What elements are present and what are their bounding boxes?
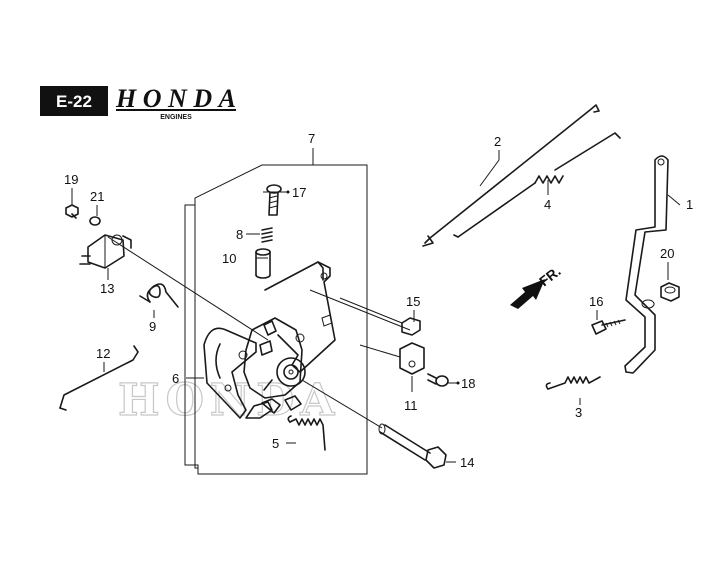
callout-17: 17 xyxy=(292,185,306,200)
part-20-nut xyxy=(660,282,680,302)
callout-16: 16 xyxy=(589,294,603,309)
callout-6: 6 xyxy=(172,371,179,386)
callout-numbers: 1 2 3 4 5 6 7 8 9 10 11 12 13 14 15 16 1… xyxy=(64,131,693,470)
callout-19: 19 xyxy=(64,172,78,187)
callout-20: 20 xyxy=(660,246,674,261)
callout-18: 18 xyxy=(461,376,475,391)
callout-7: 7 xyxy=(308,131,315,146)
callout-leaders xyxy=(71,148,681,463)
honda-logo: HONDA ENGINES xyxy=(115,84,236,121)
governor-mechanism xyxy=(243,317,306,419)
callout-10: 10 xyxy=(222,251,236,266)
part-11-bracket xyxy=(359,342,425,375)
front-direction-arrow: FR. xyxy=(510,263,564,309)
part-19-bolt xyxy=(65,204,79,219)
callout-8: 8 xyxy=(236,227,243,242)
part-3-spring xyxy=(545,376,601,390)
part-16-screw xyxy=(591,319,626,335)
section-badge: E-22 xyxy=(40,86,108,116)
part-7-base-plate xyxy=(264,261,336,373)
callout-21: 21 xyxy=(90,189,104,204)
part-13-switch xyxy=(79,234,132,269)
part-12-wire xyxy=(59,345,139,411)
part-5-spring xyxy=(287,415,326,451)
callout-2: 2 xyxy=(494,134,501,149)
callout-5: 5 xyxy=(272,436,279,451)
callout-12: 12 xyxy=(96,346,110,361)
callout-4: 4 xyxy=(544,197,551,212)
part-8-spring xyxy=(261,227,273,243)
callout-9: 9 xyxy=(149,319,156,334)
brand-logo: HONDA xyxy=(115,84,236,113)
part-1-lever xyxy=(624,155,669,374)
part-9-spring xyxy=(139,283,179,308)
assembly-frame xyxy=(184,164,368,475)
callout-3: 3 xyxy=(575,405,582,420)
part-10-collar xyxy=(255,248,271,279)
part-21-washer xyxy=(89,216,101,226)
section-code: E-22 xyxy=(56,92,92,111)
part-14-bolt xyxy=(301,379,447,469)
brand-sub: ENGINES xyxy=(160,114,192,121)
callout-15: 15 xyxy=(406,294,420,309)
part-17-screw xyxy=(266,184,282,216)
part-4-spring-rod xyxy=(453,132,621,238)
callout-1: 1 xyxy=(686,197,693,212)
part-18-screw xyxy=(427,373,449,387)
callout-14: 14 xyxy=(460,455,474,470)
callout-13: 13 xyxy=(100,281,114,296)
part-15-bolt xyxy=(339,297,421,336)
part-2-rod xyxy=(422,104,600,247)
part-6-lever xyxy=(203,327,257,419)
callout-11: 11 xyxy=(404,398,418,413)
